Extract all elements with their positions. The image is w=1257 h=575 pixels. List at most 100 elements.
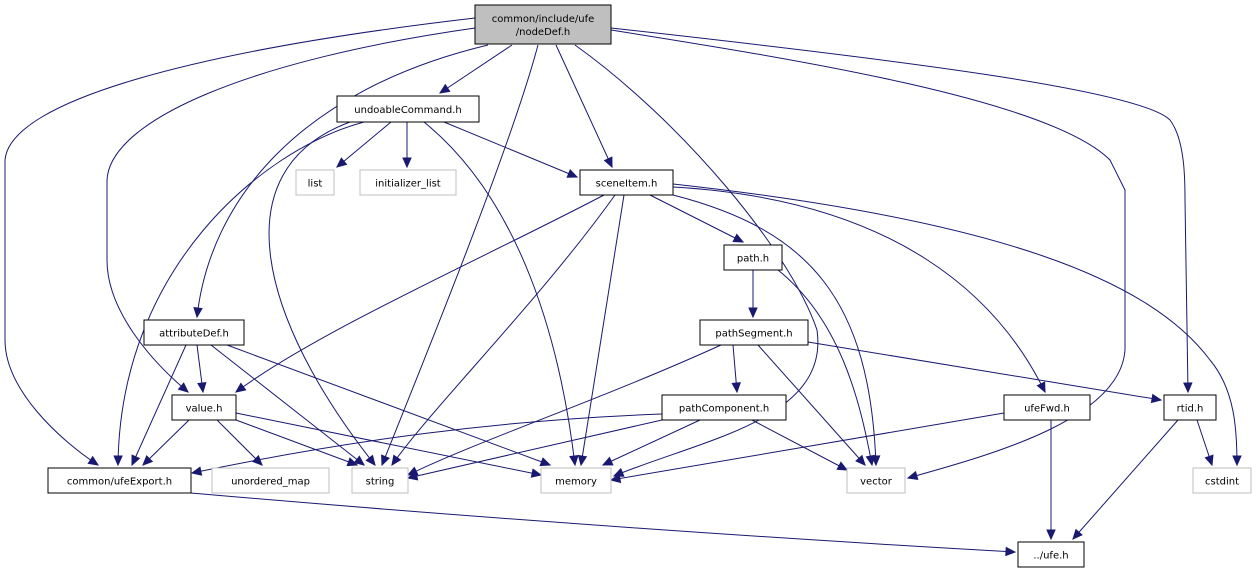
edge-pathSegment-to-rtid — [807, 341, 1163, 404]
node-string: string — [351, 467, 409, 494]
node-label: undoableCommand.h — [354, 105, 461, 116]
arrowhead-icon — [1072, 528, 1083, 540]
edge-line — [574, 44, 819, 477]
arrowhead-icon — [438, 83, 451, 94]
node-label: string — [366, 477, 395, 488]
edge-sceneItem-to-value — [235, 194, 605, 393]
node-rtid[interactable]: rtid.h — [1163, 394, 1217, 421]
node-label: path.h — [737, 254, 769, 265]
arrowhead-icon — [131, 454, 141, 467]
node-vector: vector — [846, 467, 906, 494]
edge-sceneItem-to-path — [649, 194, 745, 243]
node-ufe[interactable]: ../ufe.h — [1017, 541, 1085, 568]
edge-line — [672, 186, 1046, 393]
edge-line — [649, 194, 744, 243]
node-box — [474, 4, 612, 45]
edge-line — [672, 194, 877, 466]
arrowhead-icon — [1183, 382, 1193, 394]
node-memory: memory — [540, 467, 612, 494]
node-unordered_map: unordered_map — [211, 467, 330, 494]
node-label: sceneItem.h — [596, 179, 658, 190]
node-label: vector — [860, 477, 893, 488]
arrowhead-icon — [87, 455, 100, 466]
edge-rtid-to-ufe — [1072, 419, 1179, 540]
edge-line — [610, 29, 1126, 479]
edge-line — [555, 44, 613, 168]
arrowhead-icon — [1150, 393, 1163, 404]
node-ufeExport[interactable]: common/ufeExport.h — [47, 467, 192, 494]
edge-line — [235, 419, 358, 466]
arrowhead-icon — [365, 454, 376, 466]
edge-line — [580, 194, 625, 466]
edge-line — [423, 121, 576, 466]
arrowhead-icon — [190, 466, 203, 476]
node-label: value.h — [186, 404, 223, 415]
node-label: attributeDef.h — [159, 329, 229, 340]
arrowhead-icon — [402, 157, 412, 169]
node-attributeDef[interactable]: attributeDef.h — [143, 319, 245, 346]
edge-nodeDef-to-value — [106, 27, 476, 393]
edge-line — [191, 413, 663, 474]
edge-value-to-string — [235, 419, 359, 467]
arrowhead-icon — [193, 307, 203, 319]
edge-undoableCommand-to-initializer_list — [402, 122, 412, 169]
node-sceneItem[interactable]: sceneItem.h — [579, 169, 674, 196]
edge-sceneItem-to-cstdint — [672, 183, 1242, 467]
edge-line — [142, 419, 190, 466]
edges-layer — [4, 17, 1242, 557]
node-label: memory — [555, 477, 597, 488]
node-pathSegment[interactable]: pathSegment.h — [699, 319, 809, 346]
arrowhead-icon — [906, 470, 919, 481]
edge-nodeDef-to-attributeDef — [193, 44, 489, 319]
node-box — [351, 467, 409, 494]
node-pathComponent[interactable]: pathComponent.h — [661, 394, 787, 421]
edge-nodeDef-to-vector — [610, 29, 1126, 481]
node-box — [1192, 467, 1252, 494]
arrowhead-icon — [142, 454, 154, 466]
node-cstdint: cstdint — [1192, 467, 1252, 494]
arrowhead-icon — [1005, 546, 1017, 557]
edge-attributeDef-to-memory — [226, 344, 552, 467]
arrowhead-icon — [569, 454, 579, 467]
node-nodeDef[interactable]: common/include/ufe/nodeDef.h — [474, 4, 612, 45]
edge-line — [268, 121, 376, 466]
edge-line — [1072, 419, 1179, 540]
arrowhead-icon — [346, 457, 359, 467]
node-box — [47, 467, 192, 494]
edge-line — [610, 412, 1005, 481]
edge-line — [4, 17, 476, 466]
arrowhead-icon — [732, 233, 745, 243]
arrowhead-icon — [609, 473, 622, 484]
arrowhead-icon — [391, 454, 402, 467]
node-box — [661, 394, 787, 421]
arrowhead-icon — [353, 455, 365, 466]
arrowhead-icon — [865, 454, 875, 467]
arrowhead-icon — [177, 382, 189, 393]
arrowhead-icon — [1204, 454, 1214, 467]
arrowhead-icon — [381, 454, 390, 467]
node-path[interactable]: path.h — [723, 244, 783, 271]
edge-ufeFwd-to-memory — [609, 412, 1005, 484]
arrowhead-icon — [603, 156, 613, 169]
edge-attributeDef-to-string — [210, 344, 365, 466]
edge-line — [210, 344, 365, 466]
edge-line — [106, 27, 476, 393]
node-label: list — [308, 179, 323, 190]
arrowhead-icon — [530, 468, 543, 478]
node-box — [1163, 394, 1217, 421]
edge-sceneItem-to-memory — [577, 194, 625, 467]
edge-line — [216, 419, 263, 466]
node-ufeFwd[interactable]: ufeFwd.h — [1003, 394, 1091, 421]
node-undoableCommand[interactable]: undoableCommand.h — [336, 95, 480, 123]
arrowhead-icon — [577, 454, 588, 467]
edge-nodeDef-to-undoableCommand — [438, 44, 513, 94]
edge-nodeDef-to-ufeExport — [4, 17, 476, 466]
edge-line — [190, 492, 1016, 553]
edge-undoableCommand-to-list — [336, 121, 392, 168]
edge-nodeDef-to-rtid — [610, 27, 1193, 394]
node-value[interactable]: value.h — [171, 394, 237, 421]
edge-line — [807, 341, 1162, 401]
edge-pathComponent-to-memory — [601, 419, 701, 466]
edge-attributeDef-to-ufeExport — [131, 344, 187, 467]
edge-value-to-memory — [235, 412, 543, 478]
